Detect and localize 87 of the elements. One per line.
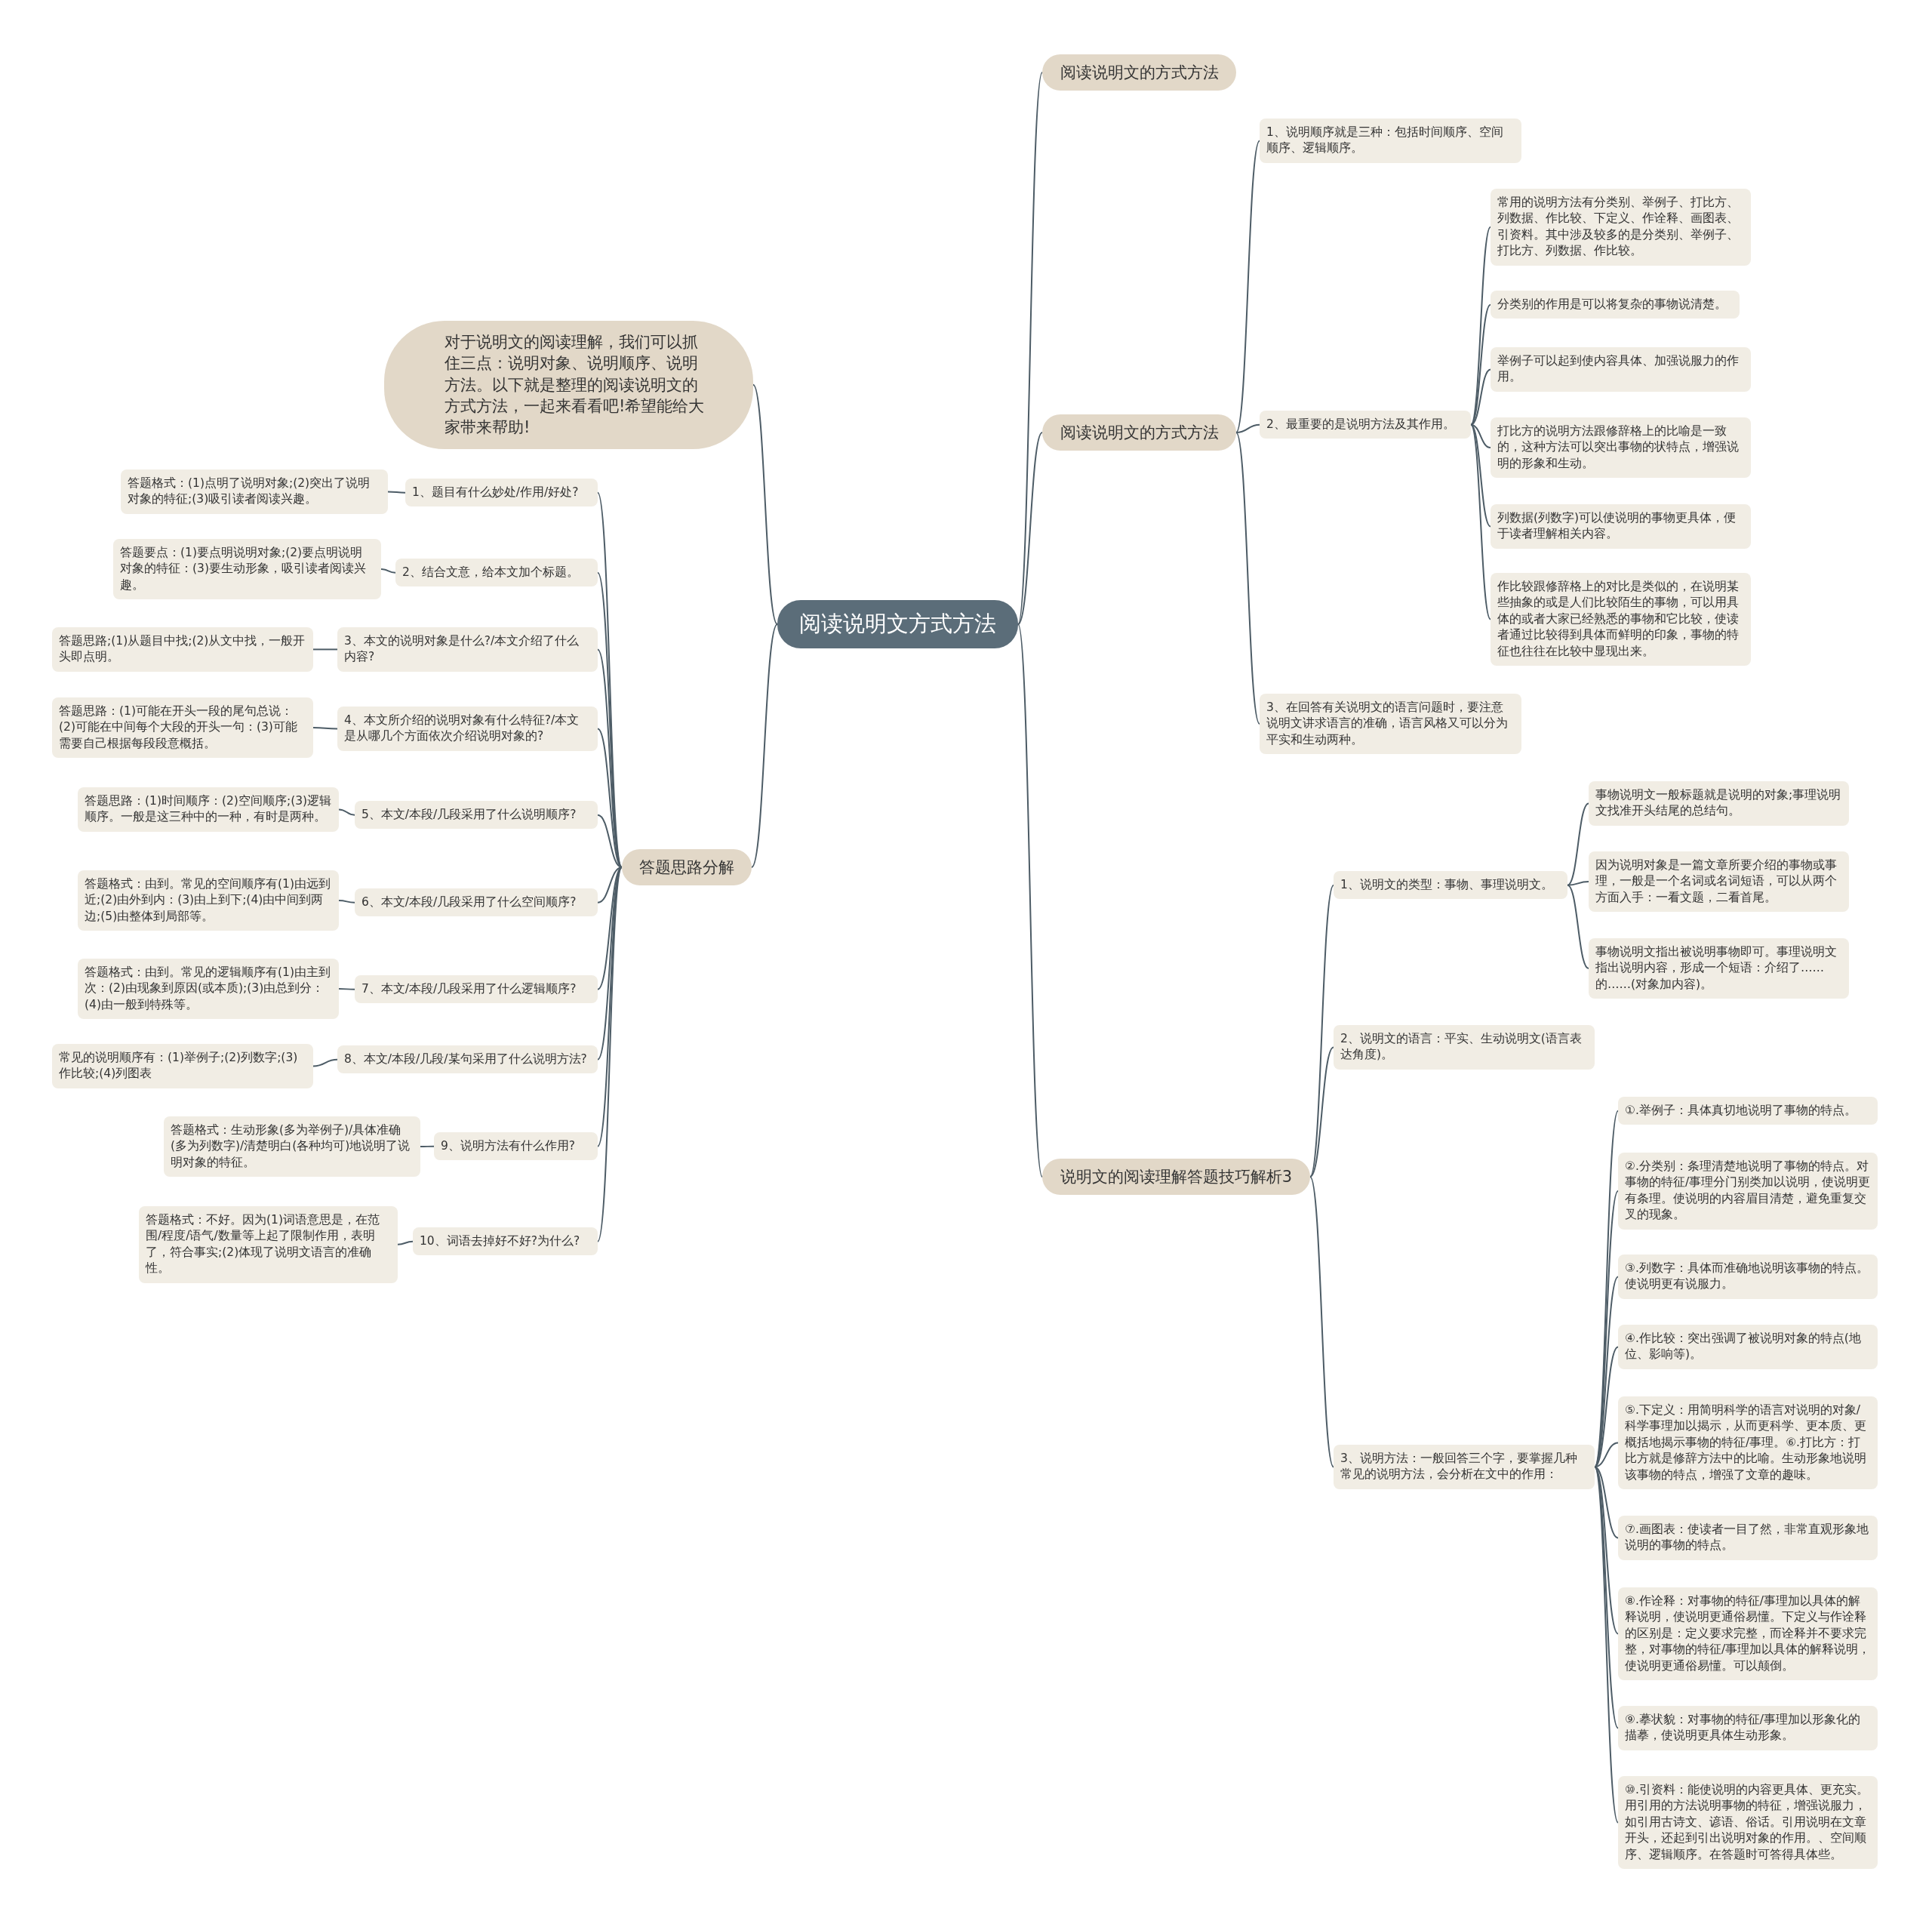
note-box: ③.列数字：具体而准确地说明该事物的特点。使说明更有说服力。 [1618,1254,1878,1299]
note-box: 事物说明文指出被说明事物即可。事理说明文指出说明内容，形成一个短语：介绍了……的……(对象加内容)。 [1589,938,1849,999]
note-box: ①.举例子：具体真切地说明了事物的特点。 [1618,1097,1878,1125]
question-box: 7、本文/本段/几段采用了什么逻辑顺序? [355,975,598,1004]
connector-line [338,988,355,990]
note-box: 分类别的作用是可以将复杂的事物说清楚。 [1491,291,1740,319]
note-box: 3、在回答有关说明文的语言问题时，要注意说明文讲求语言的准确，语言风格又可以分为平实和生动两种。 [1260,694,1521,755]
connector-line [1309,1176,1334,1468]
question-box: 9、说明方法有什么作用? [434,1132,598,1161]
connector-line [338,900,355,904]
connector-line [1470,423,1491,449]
connector-line [1470,423,1491,528]
answer-box: 答题思路：(1)时间顺序：(2)空间顺序;(3)逻辑顺序。一般是这三种中的一种，有时是两种。 [78,787,339,832]
question-box: 10、词语去掉好不好?为什么? [413,1227,598,1256]
answer-box: 常见的说明顺序有：(1)举例子;(2)列数字;(3)作比较;(4)列图表 [52,1044,313,1088]
connector-line [597,867,623,904]
topic-box: 答题思路分解 [622,849,752,885]
answer-box: 答题格式：由到。常见的空间顺序有(1)由远到近;(2)由外到内：(3)由上到下;(4)由中间到两边;(5)由整体到局部等。 [78,870,339,931]
note-box: 打比方的说明方法跟修辞格上的比喻是一致的，这种方法可以突出事物的状特点，增强说明的形象和生动。 [1491,417,1751,479]
answer-box: 答题格式：(1)点明了说明对象;(2)突出了说明对象的特征;(3)吸引读者阅读兴趣。 [121,469,388,514]
connector-line [1017,72,1043,625]
connector-line [1017,432,1043,625]
answer-box: 答题格式：不好。因为(1)词语意思是，在范围/程度/语气/数量等上起了限制作用，表明了，符合事实;(2)体现了说明文语言的准确性。 [139,1206,398,1283]
connector-line [312,1058,338,1067]
note-box: ⑩.引资料：能使说明的内容更具体、更充实。用引用的方法说明事物的特征，增强说服力，如引用古诗文、谚语、俗话。引用说明在文章开头，还起到引出说明对象的作用。、空间顺序、逻辑顺序。在答题时可答得具体些。 [1618,1776,1878,1869]
connector-line [338,808,355,816]
note-box: 2、最重要的是说明方法及其作用。 [1260,411,1471,439]
note-box: 3、说明方法：一般回答三个字，要掌握几种常见的说明方法，会分析在文中的作用： [1334,1445,1595,1489]
answer-box: 答题要点：(1)要点明说明对象;(2)要点明说明对象的特征：(3)要生动形象，吸引读者阅读兴趣。 [113,539,381,600]
answer-box: 答题思路：(1)可能在开头一段的尾句总说：(2)可能在中间每个大段的开头一句：(3)可能需要自己根据每段段意概括。 [52,697,313,759]
connector-line [751,623,778,868]
answer-box: 答题格式：由到。常见的逻辑顺序有(1)由主到次：(2)由现象到原因(或本质);(3)由总到分：(4)由一般到特殊等。 [78,959,339,1020]
note-box: ⑤.下定义：用简明科学的语言对说明的对象/科学事理加以揭示，从而更科学、更本质、更概括地揭示事物的特征/事理。⑥.打比方：打比方就是修辞方法中的比喻。生动形象地说明该事物的特点，增强了文章的趣味。 [1618,1396,1878,1489]
topic-box: 阅读说明文的方式方法 [1042,54,1236,91]
note-box: ⑨.摹状貌：对事物的特征/事理加以形象化的描摹，使说明更具体生动形象。 [1618,1706,1878,1750]
connector-line [1235,432,1260,725]
note-box: 列数据(列数字)可以使说明的事物更具体，便于读者理解相关内容。 [1491,504,1751,549]
connector-line [380,568,396,574]
connector-line [1594,1442,1619,1468]
connector-line [312,727,338,730]
note-box: ②.分类别：条理清楚地说明了事物的特点。对事物的特征/事理分门别类加以说明，使说明更有条理。使说明的内容眉目清楚，避免重复交叉的现象。 [1618,1153,1878,1230]
connector-line [752,383,778,625]
question-box: 3、本文的说明对象是什么?/本文介绍了什么内容? [337,627,598,672]
note-box: 事物说明文一般标题就是说明的对象;事理说明文找准开头结尾的总结句。 [1589,781,1849,826]
note-box: 1、说明顺序就是三种：包括时间顺序、空间顺序、逻辑顺序。 [1260,119,1521,163]
note-box: ⑧.作诠释：对事物的特征/事理加以具体的解释说明，使说明更通俗易懂。下定义与作诠释的区别是：定义要求完整，而诠释并不要求完整，对事物的特征/事理加以具体的解释说明，使说明更通俗易懂。可以颠倒。 [1618,1587,1878,1680]
note-box: 举例子可以起到使内容具体、加强说服力的作用。 [1491,347,1751,392]
connector-line [1309,1046,1334,1178]
connector-line [1309,884,1334,1178]
note-box: 1、说明文的类型：事物、事理说明文。 [1334,871,1567,900]
intro-bubble: 对于说明文的阅读理解，我们可以抓住三点：说明对象、说明顺序、说明方法。以下就是整理的阅读说明文的方式方法，一起来看看吧!希望能给大家带来帮助! [384,321,753,449]
connector-line [312,648,338,651]
connector-line [1017,623,1043,1178]
answer-box: 答题格式：生动形象(多为举例子)/具体准确(多为列数字)/清楚明白(各种均可)地说明了说明对象的特征。 [164,1116,420,1178]
note-box: 作比较跟修辞格上的对比是类似的，在说明某些抽象的或是人们比较陌生的事物，可以用具体的或者大家已经熟悉的事物和它比较，使读者通过比较得到具体而鲜明的印象，事物的特征也往往在比较中显现出来。 [1491,573,1751,666]
connector-line [1470,368,1491,426]
question-box: 1、题目有什么妙处/作用/好处? [405,479,598,507]
note-box: ⑦.画图表：使读者一目了然，非常直观形象地说明的事物的特点。 [1618,1516,1878,1560]
connector-line [397,1240,414,1245]
question-box: 8、本文/本段/几段/某句采用了什么说明方法? [337,1045,598,1074]
connector-line [1567,802,1589,886]
connector-line [1470,423,1491,620]
connector-line [597,814,623,868]
connector-line [1235,423,1260,433]
connector-line [1594,1466,1619,1539]
note-box: 2、说明文的语言：平实、生动说明文(语言表达角度)。 [1334,1025,1595,1070]
connector-line [1594,1466,1619,1824]
question-box: 2、结合文意，给本文加个标题。 [395,559,598,587]
connector-line [1567,884,1589,970]
connector-line [597,571,623,868]
question-box: 5、本文/本段/几段采用了什么说明顺序? [355,801,598,830]
connector-line [387,491,406,494]
question-box: 4、本文所介绍的说明对象有什么特征?/本文是从哪几个方面依次介绍说明对象的? [337,707,598,751]
connector-line [1567,881,1589,886]
connector-line [420,1145,435,1148]
topic-box: 说明文的阅读理解答题技巧解析3 [1042,1159,1310,1195]
connector-line [597,867,623,1242]
note-box: 常用的说明方法有分类别、举例子、打比方、列数据、作比较、下定义、作诠释、画图表、引资料。其中涉及较多的是分类别、举例子、打比方、列数据、作比较。 [1491,189,1751,266]
connector-line [1594,1466,1619,1635]
note-box: ④.作比较：突出强调了被说明对象的特点(地位、影响等)。 [1618,1325,1878,1369]
central-topic: 阅读说明文方式方法 [777,600,1018,648]
connector-line [1235,140,1260,433]
topic-box: 阅读说明文的方式方法 [1042,414,1236,451]
question-box: 6、本文/本段/几段采用了什么空间顺序? [355,888,598,917]
note-box: 因为说明对象是一篇文章所要介绍的事物或事理，一般是一个名词或名词短语，可以从两个方面入手：一看文题，二看首尾。 [1589,851,1849,913]
answer-box: 答题思路;(1)从题目中找;(2)从文中找，一般开头即点明。 [52,627,313,672]
connector-line [1470,303,1491,426]
